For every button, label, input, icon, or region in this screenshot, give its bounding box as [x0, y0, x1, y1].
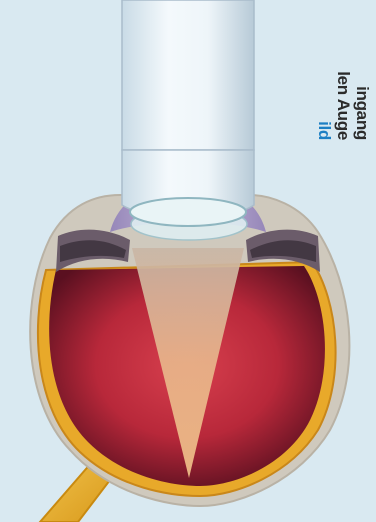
caption-line-2: len Auge: [334, 0, 353, 140]
contact-lens-tip: [130, 198, 246, 226]
caption-container: ingang len Auge ild: [286, 0, 376, 140]
contact-lens-cylinder: [122, 0, 254, 150]
caption: ingang len Auge ild: [315, 0, 372, 140]
caption-line-3: ild: [315, 0, 334, 140]
caption-line-1: ingang: [353, 0, 372, 140]
